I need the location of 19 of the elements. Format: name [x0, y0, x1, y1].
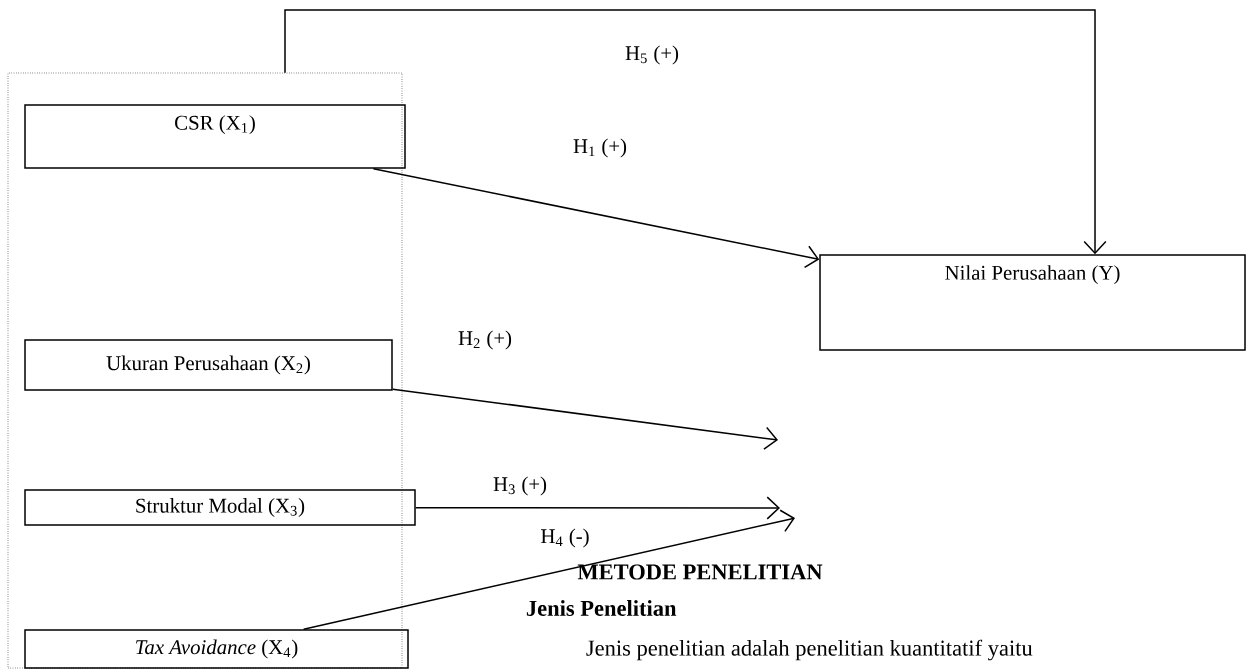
group-frame — [7, 72, 403, 669]
edge-label: H$_{4}$ (-) — [538, 526, 592, 550]
edge-label: H$_{2}$ (+) — [456, 328, 514, 352]
arrow — [392, 388, 778, 450]
heading: METODE PENELITIAN — [577, 564, 823, 580]
variable-box: CSR (X$_{1}$) — [24, 104, 406, 169]
variable-box: Tax Avoidance (X$_{4}$) — [24, 629, 409, 669]
arrow — [415, 496, 780, 520]
variable-box: Struktur Modal (X$_{3}$) — [24, 489, 416, 526]
variable-box: Nilai Perusahaan (Y) — [819, 254, 1246, 351]
arrow — [284, 9, 1107, 255]
edge-label: H$_{1}$ (+) — [571, 136, 629, 160]
heading: Jenis Penelitian — [526, 600, 677, 616]
edge-label: H$_{3}$ (+) — [491, 474, 549, 498]
body-text: Jenis penelitian adalah penelitian kuantitatif yaitu — [586, 639, 1033, 661]
arrow — [302, 509, 795, 630]
edge-label: H$_{5}$ (+) — [623, 43, 681, 67]
variable-box: Ukuran Perusahaan (X$_{2}$) — [24, 339, 393, 391]
arrow — [372, 168, 820, 269]
